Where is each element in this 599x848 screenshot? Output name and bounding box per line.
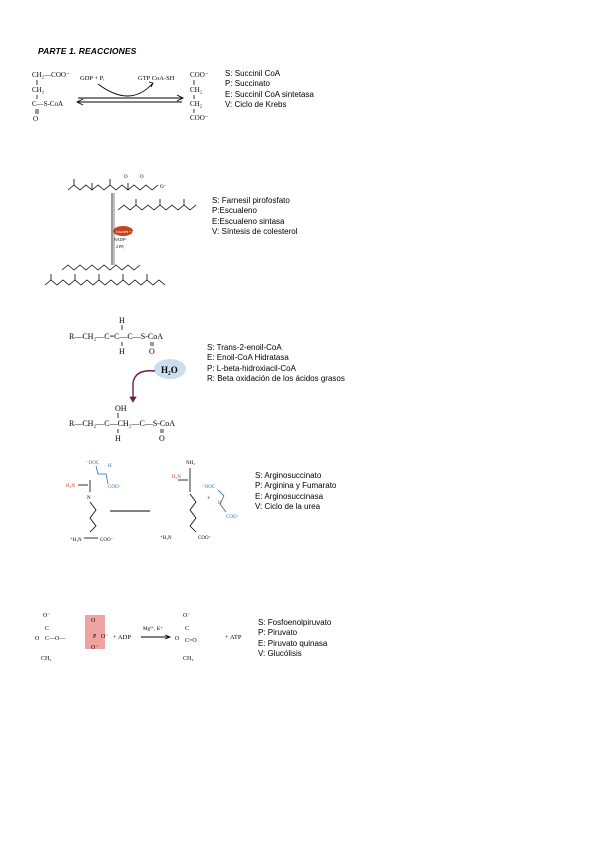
svg-text:O⁻: O⁻ (101, 634, 109, 640)
svg-text:C—O—: C—O— (45, 636, 66, 642)
cofactor-label: 2 PPᵢ (116, 244, 124, 249)
atom-label: CH₃ (183, 656, 193, 662)
svg-text:O⁻: O⁻ (91, 645, 99, 651)
structure-label: CH₂ (32, 86, 45, 94)
substrate-text: S: Farnesil pirofosfato (212, 196, 290, 205)
svg-text:O: O (91, 618, 96, 624)
atom-label: COO⁻ (108, 485, 122, 490)
water-label: H₂O (161, 365, 178, 375)
svg-text:H₂N: H₂N (172, 475, 181, 480)
product-text: P: L-beta-hidroxiacil-CoA (207, 363, 296, 373)
atom-label: H (218, 501, 222, 506)
reaction-info: S: Farnesil pirofosfato P:Escualeno E:Es… (212, 196, 298, 237)
reaction-info: S: Trans-2-enoil-CoA E: Enoil-CoA Hidrat… (207, 343, 345, 384)
atom-label: OH (115, 404, 127, 413)
structure-label: COO⁻ (190, 114, 209, 122)
structure-label: COO⁻ (190, 71, 209, 79)
enzyme-text: E: Enoil-CoA Hidratasa (207, 353, 289, 363)
substrate-text: S: Trans-2-enoil-CoA (207, 343, 282, 352)
atom-label: H₂N (66, 484, 75, 489)
enzyme-blob (113, 226, 133, 236)
atom-label: H (115, 434, 121, 443)
pathway-text: V: Síntesis de colesterol (212, 226, 298, 236)
phosphate-highlight (85, 615, 105, 649)
pyruvate-kinase-diagram: O⁻ C O C—O— P O⁻ O O⁻ CH₂ + ADP Mg²⁺, K⁺… (35, 613, 242, 662)
structure-label: CH₂ (190, 100, 203, 108)
plus-sign: + (207, 496, 211, 502)
product-text: P: Arginina y Fumarato (255, 481, 337, 491)
pathway-text: V: Ciclo de la urea (255, 501, 321, 511)
svg-text:⁺H₃N: ⁺H₃N (160, 535, 172, 541)
structure-label: CH₂—COO⁻ (32, 71, 70, 79)
svg-text:C: C (185, 626, 189, 632)
atom-label: O⁻ (43, 613, 51, 619)
structure-label: O (33, 115, 38, 123)
substrate-text: S: Arginosuccinato (255, 471, 322, 480)
atom-label: CH₂ (41, 656, 51, 662)
svg-text:COO⁻: COO⁻ (198, 536, 212, 541)
product-text: P:Escualeno (212, 206, 257, 216)
atom-label: C (45, 626, 49, 632)
atom-label: ⁻OOC (86, 461, 100, 466)
svg-text:O: O (175, 636, 180, 642)
enoyl-coa-hydratase-diagram: H R—CH₂—C=C—C—S-CoA H O H₂O OH R—CH₂—C—C… (69, 316, 186, 443)
atom-label: ⁻OOC (202, 485, 216, 490)
atom-label: H (108, 464, 112, 469)
reaction-info: S: Arginosuccinato P: Arginina y Fumarat… (255, 471, 336, 512)
section-heading: PARTE 1. REACCIONES (38, 46, 137, 56)
svg-text:O⁻: O⁻ (160, 185, 167, 190)
reaction-info: S: Succinil CoA P: Succinato E: Succinil… (225, 69, 314, 110)
atom-label: P (93, 634, 97, 640)
ions-label: Mg²⁺, K⁺ (143, 626, 163, 632)
substrate-text: S: Fosfoenolpiruvato (258, 618, 332, 627)
atom-label: ⁺H₃N (70, 537, 82, 543)
enzyme-text: E: Piruvato quinasa (258, 638, 328, 648)
atom-label: O (35, 636, 40, 642)
atom-label: N (87, 496, 91, 501)
cofactor-label: NADP⁺ (114, 237, 127, 242)
reagent-label: + ATP (225, 634, 242, 641)
enzyme-text: E:Escualeno sintasa (212, 216, 285, 226)
pathway-text: V: Ciclo de Krebs (225, 99, 287, 109)
svg-text:O: O (124, 175, 128, 180)
reaction-info: S: Fosfoenolpiruvato P: Piruvato E: Piru… (258, 618, 331, 659)
svg-text:C=O: C=O (185, 638, 197, 644)
enzyme-text: E: Succinil CoA sintetasa (225, 89, 314, 99)
substrate-text: S: Succinil CoA (225, 69, 281, 78)
product-text: P: Piruvato (258, 628, 298, 638)
structure-label: R—CH₂—C=C—C—S-CoA (69, 332, 163, 341)
argininosuccinase-diagram: ⁻OOC H COO⁻ H₂N N ⁺H₃N COO⁻ H₂N NH₂ ⁺H₃N… (66, 461, 240, 543)
atom-label: COO⁻ (100, 538, 114, 543)
atom-label: H (119, 316, 125, 325)
squalene-synthase-diagram: O O O⁻ NADPH + H⁺ NADP⁺ 2 PPᵢ (44, 175, 197, 286)
succinyl-coa-reaction-diagram: CH₂—COO⁻ CH₂ C—S-CoA O GDP + Pᵢ GTP CoA-… (32, 71, 209, 123)
svg-text:O⁻: O⁻ (183, 613, 191, 619)
atom-label: COO⁻ (226, 515, 240, 520)
cofactor-label: GDP + Pᵢ (80, 75, 105, 82)
enzyme-text: E: Arginosuccinasa (255, 491, 324, 501)
atom-label: O (159, 434, 165, 443)
atom-label: O (149, 347, 155, 356)
atom-label: H (119, 347, 125, 356)
pathway-text: R: Beta oxidación de los ácidos grasos (207, 373, 345, 383)
cofactor-label: GTP CoA-SH (138, 75, 175, 82)
water-bubble (154, 359, 186, 379)
structure-label: C—S-CoA (32, 100, 63, 108)
atom-label: NH₂ (186, 461, 195, 466)
svg-text:O: O (140, 175, 144, 180)
cofactor-label: NADPH + H⁺ (116, 230, 136, 234)
structure-label: CH₂ (190, 86, 203, 94)
product-text: P: Succinato (225, 79, 270, 89)
reagent-label: + ADP (113, 634, 131, 641)
pathway-text: V: Glucólisis (258, 648, 302, 658)
structure-label: R—CH₂—C—CH₂—C—S-CoA (69, 419, 175, 428)
